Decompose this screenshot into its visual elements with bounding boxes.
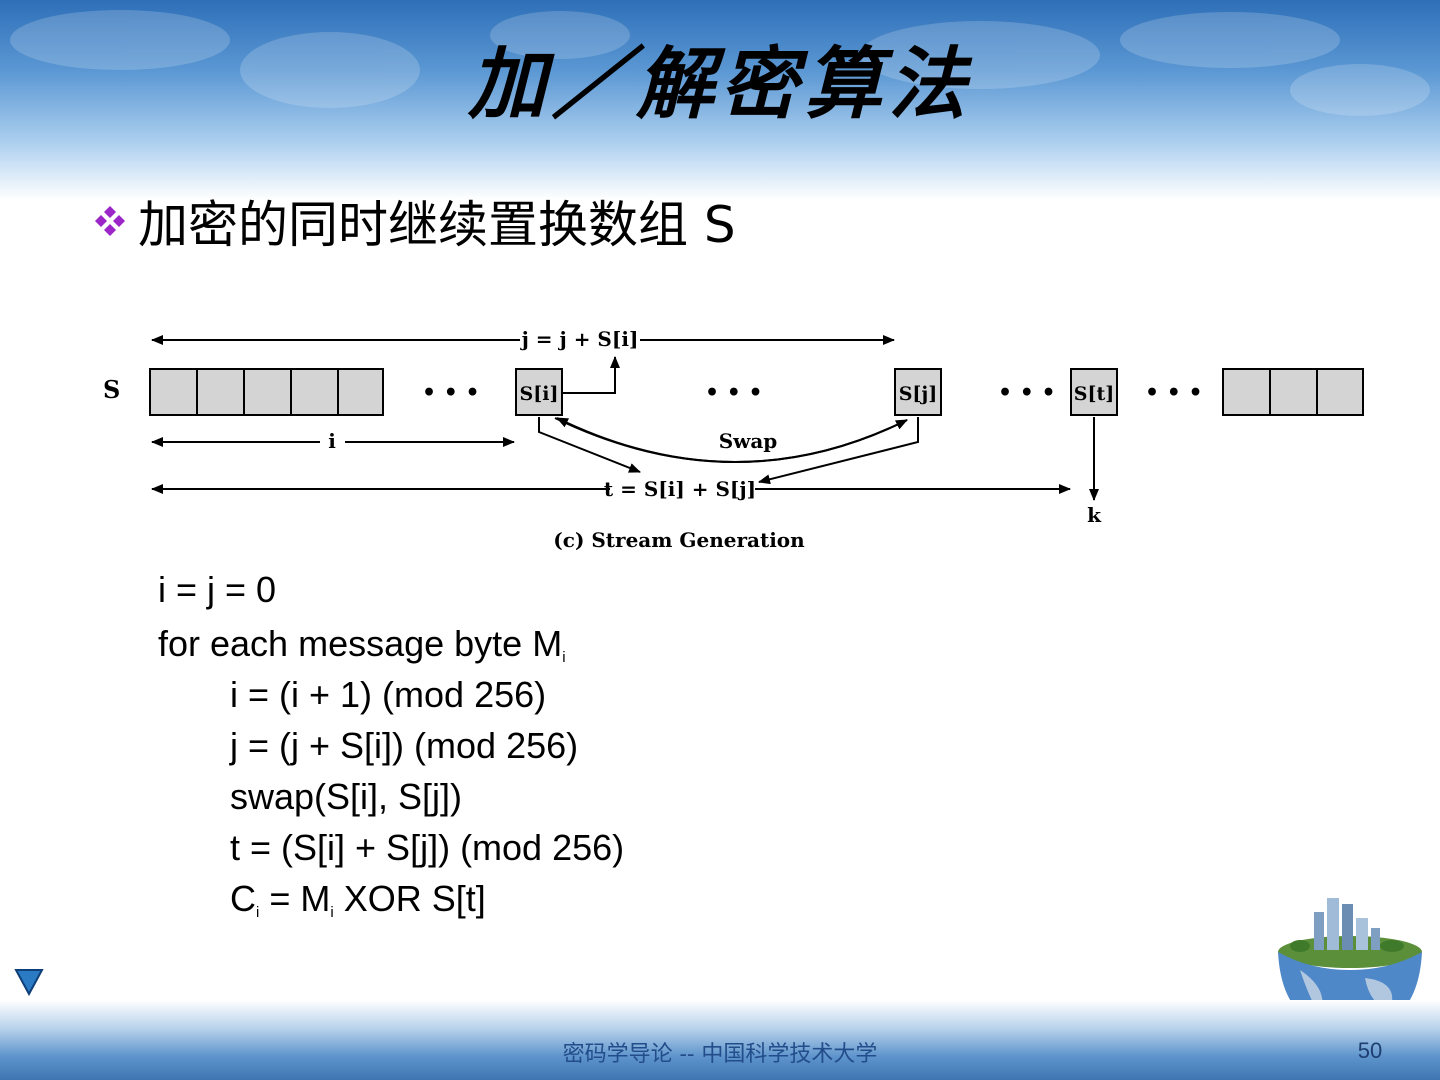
code-xor-mid: = M (259, 878, 331, 919)
code-xor-rest: XOR S[t] (333, 878, 486, 919)
code-line-init: i = j = 0 (158, 569, 277, 610)
ellipsis-3: • • • (998, 380, 1056, 406)
code-line-xor: Ci = Mi XOR S[t] (158, 873, 624, 924)
array-label: S (103, 375, 120, 404)
next-slide-triangle-icon[interactable] (14, 966, 44, 996)
swap-arrow (554, 417, 908, 463)
code-xor-c-subscript: i (256, 904, 260, 921)
ellipsis-2: • • • (705, 380, 763, 406)
j-update-label: j = j + S[i] (520, 327, 639, 351)
diamond-bullet-icon (95, 206, 125, 236)
page-number: 50 (1357, 1038, 1383, 1063)
t-label: t = S[i] + S[j] (604, 477, 756, 501)
pseudocode-block: i = j = 0 for each message byte Mi i = (… (158, 562, 624, 924)
code-line-t-update: t = (S[i] + S[j]) (mod 256) (230, 827, 625, 868)
ellipsis-1: • • • (422, 380, 480, 406)
array-cells-left (149, 368, 384, 416)
cell-s-j (894, 368, 942, 416)
cell-s-t (1070, 368, 1118, 416)
stream-generation-diagram: S • • • S[i] • • • S[j] • • • S[t] • • •… (103, 327, 1364, 552)
swap-label: Swap (719, 429, 778, 453)
t-arrows (151, 417, 1071, 494)
cell-s-i-label: S[i] (520, 383, 559, 405)
bullet-text: 加密的同时继续置换数组 S (138, 196, 736, 254)
slide-title: 加／解密算法 (467, 39, 972, 130)
cell-s-j-label: S[j] (899, 383, 938, 405)
header-background (0, 0, 1440, 200)
code-xor-m-subscript: i (330, 904, 334, 921)
code-xor-c: C (230, 878, 256, 919)
code-line-i-update: i = (i + 1) (mod 256) (230, 674, 547, 715)
code-loop-text: for each message byte M (158, 623, 563, 664)
code-loop-subscript: i (562, 649, 566, 666)
diagram-caption: (c) Stream Generation (553, 528, 805, 552)
si-feedback-arrow (562, 356, 620, 394)
code-line-swap: swap(S[i], S[j]) (230, 776, 463, 817)
code-line-loop: for each message byte Mi (158, 618, 624, 669)
k-label: k (1087, 503, 1102, 527)
code-line-j-update: j = (j + S[i]) (mod 256) (230, 725, 579, 766)
world-map-decoration (10, 10, 1430, 116)
ellipsis-4: • • • (1145, 380, 1203, 406)
footer-background (0, 1000, 1440, 1080)
array-cells-right (1222, 368, 1364, 416)
bullet-point: 加密的同时继续置换数组 S (92, 186, 736, 256)
cell-s-t-label: S[t] (1074, 383, 1114, 405)
i-label: i (328, 429, 336, 453)
footer-text: 密码学导论 -- 中国科学技术大学 (562, 1042, 878, 1067)
